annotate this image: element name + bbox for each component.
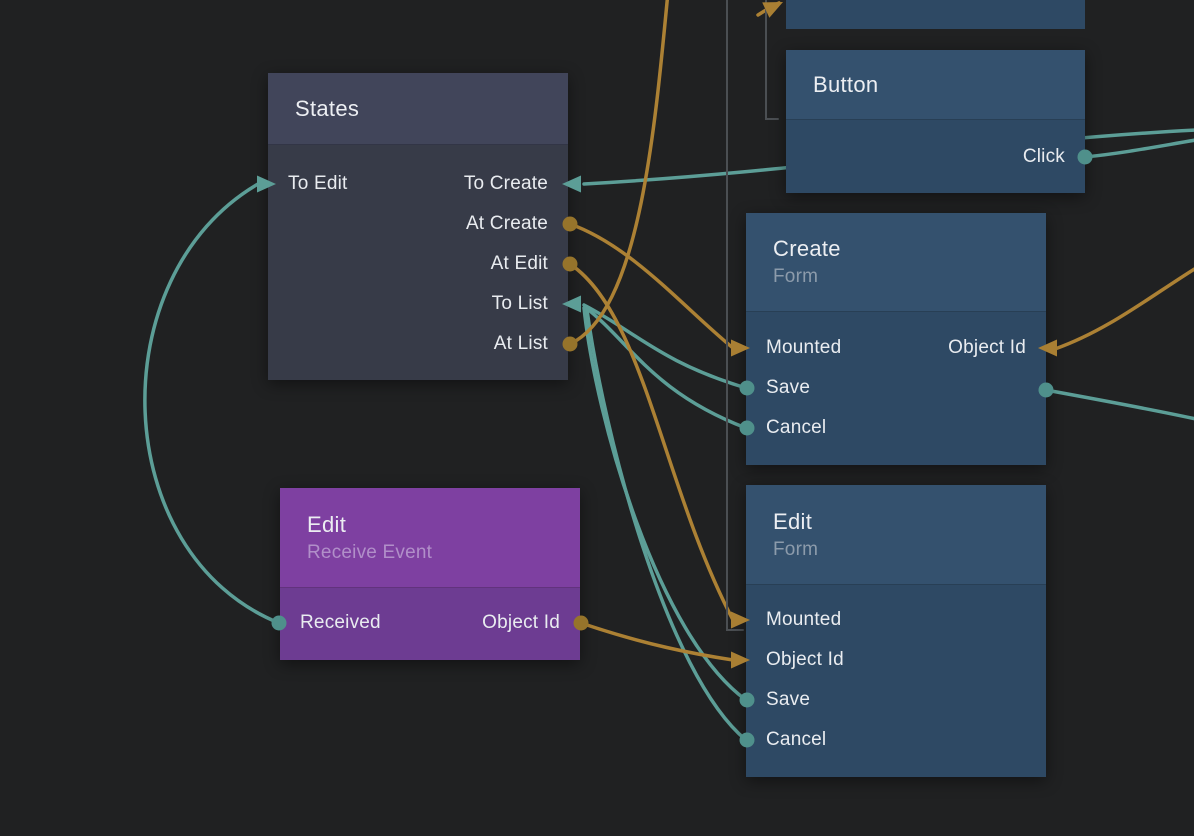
- dot-create-cancel[interactable]: [739, 420, 755, 436]
- wire-received-to-states-to-edit[interactable]: [143, 182, 281, 625]
- node-subtitle: Form: [773, 538, 819, 560]
- muted-link-vertical-2[interactable]: [765, 0, 779, 120]
- dot-at-list[interactable]: [562, 336, 578, 352]
- arrow-states-to-list[interactable]: [562, 295, 581, 313]
- wire-edit-save-to-states-to-list[interactable]: [582, 306, 748, 702]
- node-header: Button: [786, 50, 1085, 120]
- arrow-states-to-edit[interactable]: [257, 175, 276, 193]
- node-body: [268, 145, 568, 380]
- node-body: [786, 120, 1085, 193]
- port-states-to-create[interactable]: To Create: [463, 173, 548, 194]
- node-header: Edit Receive Event: [280, 488, 580, 588]
- port-edit-receive-event-object-id[interactable]: Object Id: [482, 612, 560, 633]
- wire-create-save-to-states-to-list[interactable]: [582, 303, 748, 390]
- node-title: Edit: [307, 511, 347, 537]
- node-edit-receive-event[interactable]: Edit Receive Event Received Object Id: [280, 488, 580, 660]
- port-create-form-save[interactable]: Save: [766, 377, 811, 398]
- node-button[interactable]: Button Click: [786, 50, 1085, 193]
- arrow-create-mounted[interactable]: [731, 339, 750, 357]
- node-header: Edit Form: [746, 485, 1046, 585]
- wire-offscreen-right-to-create-object-id[interactable]: [1053, 267, 1194, 351]
- port-create-form-cancel[interactable]: Cancel: [766, 417, 827, 438]
- node-partial-top[interactable]: [786, 0, 1085, 29]
- node-body: [786, 0, 1085, 29]
- node-title: Edit: [773, 508, 813, 534]
- port-states-to-list[interactable]: To List: [491, 293, 548, 314]
- wire-at-edit-to-edit-mounted[interactable]: [568, 262, 735, 622]
- node-subtitle: Form: [773, 266, 819, 287]
- port-button-click[interactable]: Click: [1022, 146, 1065, 167]
- dot-create-save-right[interactable]: [1038, 382, 1054, 398]
- node-title: Create: [773, 236, 841, 261]
- wire-edit-object-id-to-edit-form-object-id[interactable]: [579, 621, 735, 662]
- arrow-create-object-id[interactable]: [1038, 339, 1057, 357]
- node-header: States: [268, 73, 568, 145]
- dot-edit-save[interactable]: [739, 692, 755, 708]
- dot-edit-cancel[interactable]: [739, 732, 755, 748]
- port-edit-form-save[interactable]: Save: [766, 689, 811, 710]
- port-edit-form-cancel[interactable]: Cancel: [766, 729, 827, 750]
- port-create-form-object-id[interactable]: Object Id: [948, 337, 1026, 358]
- port-states-at-create[interactable]: At Create: [465, 213, 548, 234]
- dot-at-create[interactable]: [562, 216, 578, 232]
- node-header: Create Form: [746, 213, 1046, 312]
- arrow-edit-mounted[interactable]: [731, 611, 750, 629]
- wire-create-cancel-to-states-to-list[interactable]: [583, 305, 748, 430]
- wire-edit-cancel-to-states-to-list[interactable]: [585, 308, 748, 742]
- dot-at-edit[interactable]: [562, 256, 578, 272]
- wire-button-click-to-offscreen-right[interactable]: [1083, 138, 1194, 159]
- arrow-edit-object-id[interactable]: [731, 651, 750, 669]
- port-edit-form-mounted[interactable]: Mounted: [766, 609, 842, 630]
- port-states-to-edit[interactable]: To Edit: [288, 173, 348, 194]
- arrow-states-to-create[interactable]: [562, 175, 581, 193]
- node-title: States: [295, 95, 360, 121]
- port-edit-form-object-id[interactable]: Object Id: [766, 649, 844, 670]
- port-states-at-list[interactable]: At List: [493, 333, 548, 354]
- node-body: [280, 588, 580, 660]
- node-subtitle: Receive Event: [307, 541, 433, 563]
- port-states-at-edit[interactable]: At Edit: [490, 253, 548, 274]
- dot-received[interactable]: [271, 615, 287, 631]
- dot-button-click[interactable]: [1077, 149, 1093, 165]
- muted-link-vertical-1[interactable]: [726, 0, 744, 631]
- dot-create-save[interactable]: [739, 380, 755, 396]
- port-edit-receive-event-received[interactable]: Received: [300, 612, 381, 633]
- node-body: [746, 585, 1046, 777]
- arrow-offscreen-top-input[interactable]: [762, 0, 786, 18]
- node-body: [746, 312, 1046, 465]
- node-title: Button: [813, 71, 879, 97]
- wire-create-save-to-offscreen-right[interactable]: [1044, 388, 1194, 421]
- port-create-form-mounted[interactable]: Mounted: [766, 337, 842, 358]
- wire-at-create-to-create-mounted[interactable]: [568, 222, 735, 350]
- dot-edit-object-id[interactable]: [573, 615, 589, 631]
- wire-at-list-to-offscreen-top[interactable]: [568, 0, 669, 346]
